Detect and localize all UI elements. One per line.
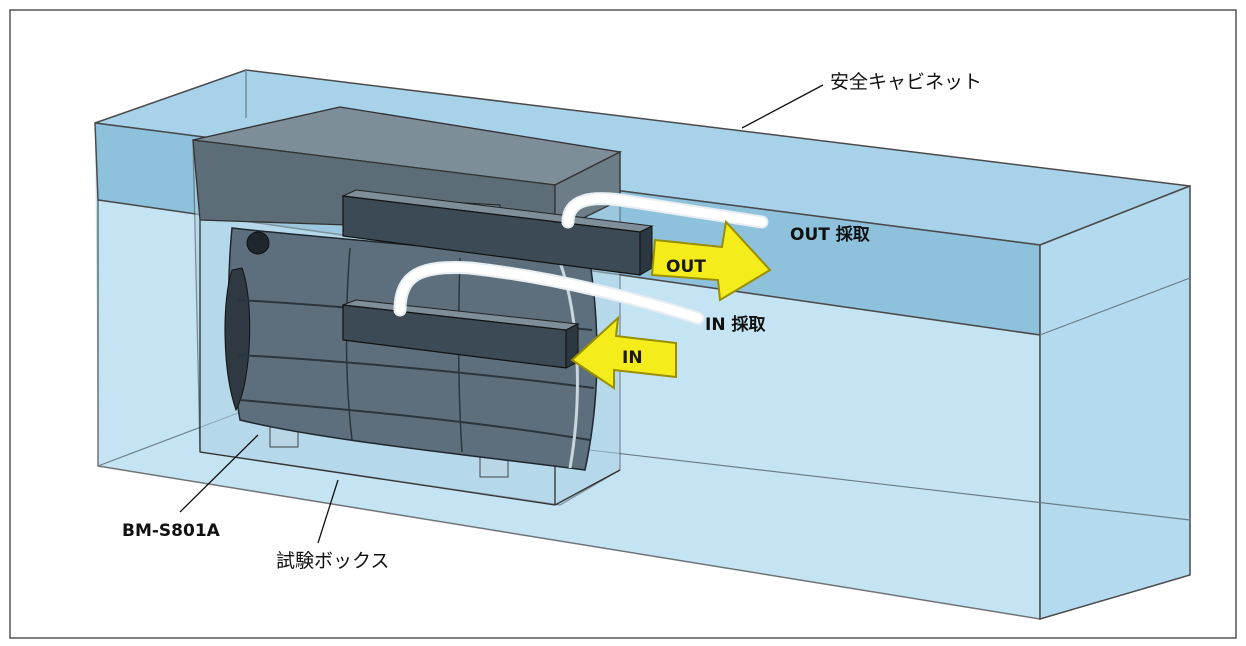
in-arrow-label: IN xyxy=(622,348,643,368)
device-label: BM-S801A xyxy=(122,521,221,541)
in-arrow-icon: IN xyxy=(570,315,677,390)
out-arrow-label: OUT xyxy=(666,257,706,277)
cabinet-leader-line xyxy=(741,84,824,129)
device-knob xyxy=(246,231,270,255)
in-sample-label: IN 採取 xyxy=(705,314,765,335)
out-sample-label: OUT 採取 xyxy=(790,224,870,245)
cabinet-side-face xyxy=(1039,184,1191,621)
device-leader-line xyxy=(179,434,259,513)
test-box-label: 試験ボックス xyxy=(276,550,389,572)
out-duct xyxy=(341,189,654,276)
test-box-leader-line xyxy=(317,479,339,544)
out-arrow-icon: OUT xyxy=(650,219,772,302)
cabinet-label: 安全キャビネット xyxy=(830,71,982,93)
